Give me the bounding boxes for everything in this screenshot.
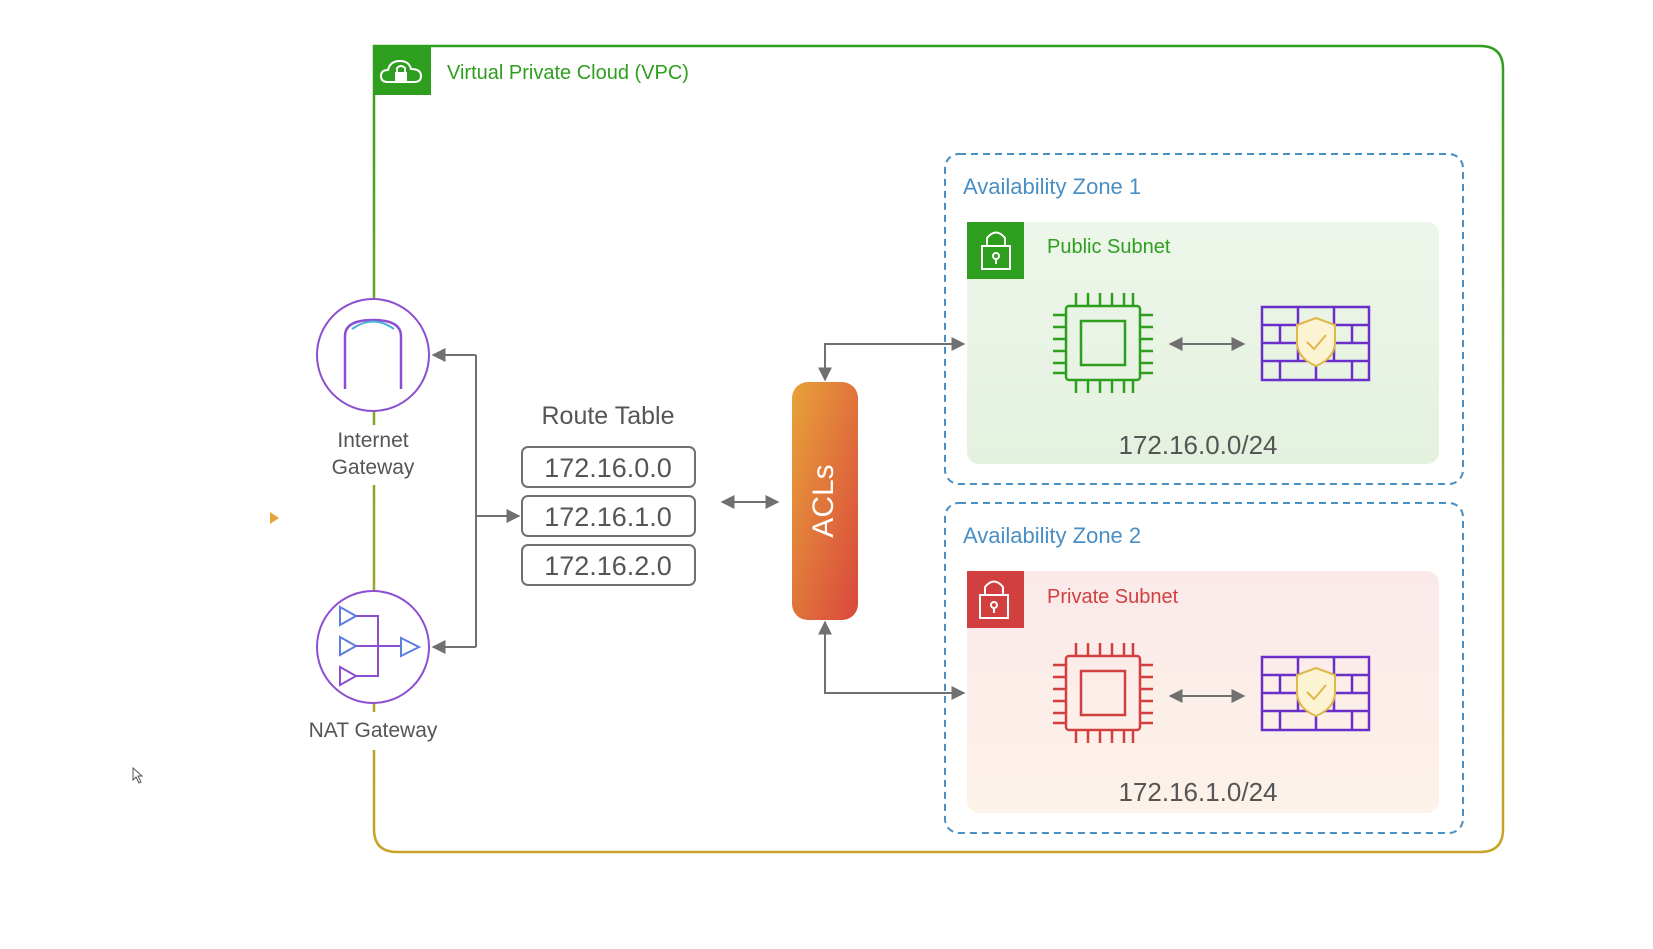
mouse-cursor-icon (132, 766, 144, 784)
route-connectors (431, 348, 780, 654)
private-subnet[interactable]: Private Subnet 172.16.1.0/24 (967, 571, 1439, 813)
public-subnet[interactable]: Public Subnet 172.16.0.0/24 (967, 222, 1439, 464)
public-subnet-cidr: 172.16.0.0/24 (1118, 430, 1277, 460)
availability-zone-2: Availability Zone 2 Private Subnet (944, 502, 1464, 834)
acls-pill (792, 382, 858, 620)
zone2-title: Availability Zone 2 (963, 523, 1141, 548)
route-entry-text: 172.16.0.0 (544, 453, 672, 483)
private-subnet-title: Private Subnet (1047, 586, 1179, 608)
private-subnet-cidr: 172.16.1.0/24 (1118, 777, 1277, 807)
internet-gateway[interactable]: Internet Gateway (316, 298, 430, 479)
cpu-chip-icon (1053, 643, 1153, 743)
brick-firewall-shield-icon (1260, 305, 1371, 382)
vpc-container: Virtual Private Cloud (VPC) (372, 44, 1505, 854)
internet-gateway-label-line2: Gateway (332, 456, 415, 479)
acls-block[interactable]: ACLs (792, 382, 858, 620)
nat-gateway-icon (339, 605, 422, 687)
availability-zone-1: Availability Zone 1 Public Subnet (944, 153, 1464, 485)
cpu-chip-icon (1053, 293, 1153, 393)
route-entry[interactable]: 172.16.1.0 (521, 495, 696, 537)
incoming-arrow-head (270, 512, 279, 524)
public-subnet-badge (967, 222, 1024, 279)
acl-subnet-connectors (818, 337, 966, 700)
internet-gateway-label-line1: Internet (337, 429, 408, 452)
zone1-title: Availability Zone 1 (963, 174, 1141, 199)
route-entry-text: 172.16.1.0 (544, 502, 672, 532)
acls-label: ACLs (807, 464, 840, 537)
public-subnet-title: Public Subnet (1047, 236, 1171, 258)
internet-gateway-circle (316, 298, 430, 412)
cloud-lock-icon (379, 59, 423, 83)
route-table: Route Table 172.16.0.0 172.16.1.0 172.16… (521, 402, 696, 586)
brick-firewall-shield-icon (1260, 655, 1371, 732)
route-entry-text: 172.16.2.0 (544, 551, 672, 581)
route-entry[interactable]: 172.16.0.0 (521, 446, 696, 488)
internet-gateway-arch-icon (343, 318, 403, 389)
route-entry[interactable]: 172.16.2.0 (521, 544, 696, 586)
padlock-icon (981, 231, 1011, 270)
route-table-title: Route Table (542, 402, 675, 430)
padlock-icon (979, 580, 1009, 619)
vpc-title: Virtual Private Cloud (VPC) (447, 62, 689, 84)
nat-gateway[interactable]: NAT Gateway (309, 590, 438, 742)
nat-gateway-label: NAT Gateway (309, 719, 438, 742)
private-subnet-badge (967, 571, 1024, 628)
